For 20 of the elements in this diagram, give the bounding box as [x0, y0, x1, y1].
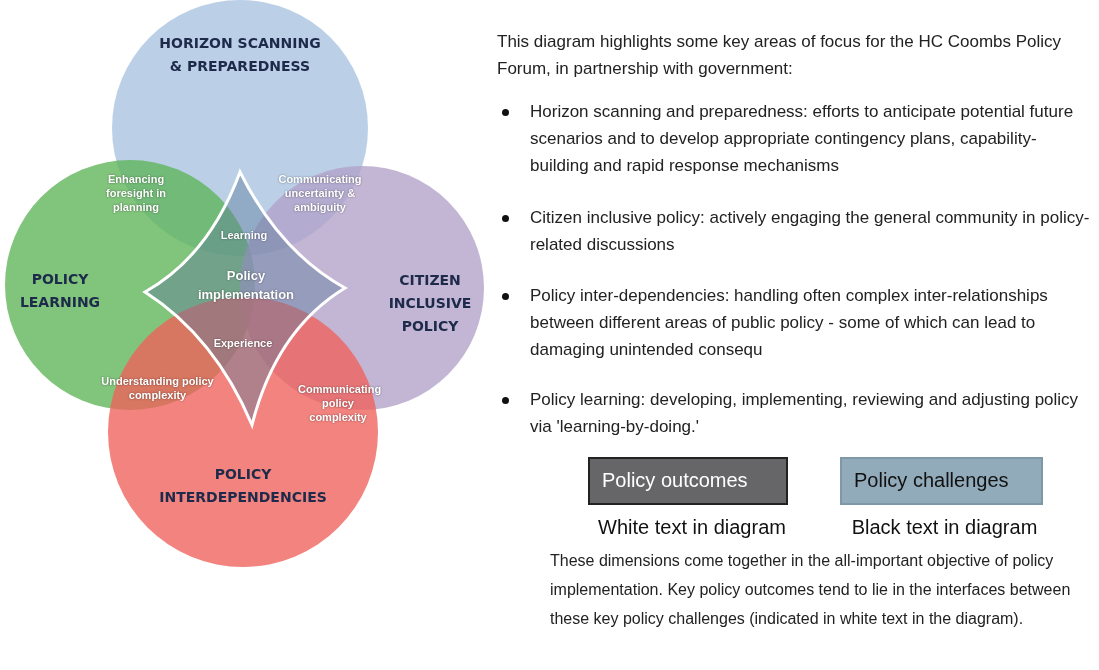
bullet-text: Citizen inclusive policy: actively engaging the general community in policy-related discussions	[530, 207, 1090, 256]
legend-caption: White text in diagram	[597, 515, 787, 540]
region-text: Communicating uncertainty & ambiguity	[277, 172, 363, 214]
circle-title: POLICY LEARNING	[18, 270, 102, 312]
bullet-text: Policy inter-dependencies: handling often complex inter-relationships between different areas of public policy - some of which can lead to damaging unintended consequ	[530, 285, 1049, 361]
bullet-text: Policy learning: developing, implementing, reviewing and adjusting policy via 'learning-by-doing.'	[530, 389, 1080, 438]
note-paragraph: These dimensions come together in the all-important objective of policy implementation. Key policy outcomes tend to lie in the interfaces between these key policy challenges (indicated in white text in the diagram).	[550, 551, 1072, 629]
bullet-text: Horizon scanning and preparedness: efforts to anticipate potential future scenarios and to develop appropriate contingency plans, capability-building and rapid response mechanisms	[530, 101, 1075, 177]
intro-paragraph: This diagram highlights some key areas of focus for the HC Coombs Policy Forum, in partnership with government:	[497, 31, 1063, 80]
center-title: Policy implementation	[196, 267, 296, 304]
legend-swatch: Policy challenges	[840, 457, 1043, 505]
circle-title: POLICY INTERDEPENDENCIES	[158, 465, 328, 507]
circle-title: HORIZON SCANNING & PREPAREDNESS	[158, 34, 322, 76]
region-text: Experience	[212, 336, 274, 350]
region-text: Enhancing foresight in planning	[105, 172, 167, 214]
legend-swatch: Policy outcomes	[588, 457, 788, 505]
legend-caption: Black text in diagram	[850, 515, 1039, 540]
region-text: Learning	[219, 228, 269, 242]
circle-title: CITIZEN INCLUSIVE POLICY	[387, 271, 473, 336]
region-text: Understanding policy complexity	[100, 374, 215, 402]
